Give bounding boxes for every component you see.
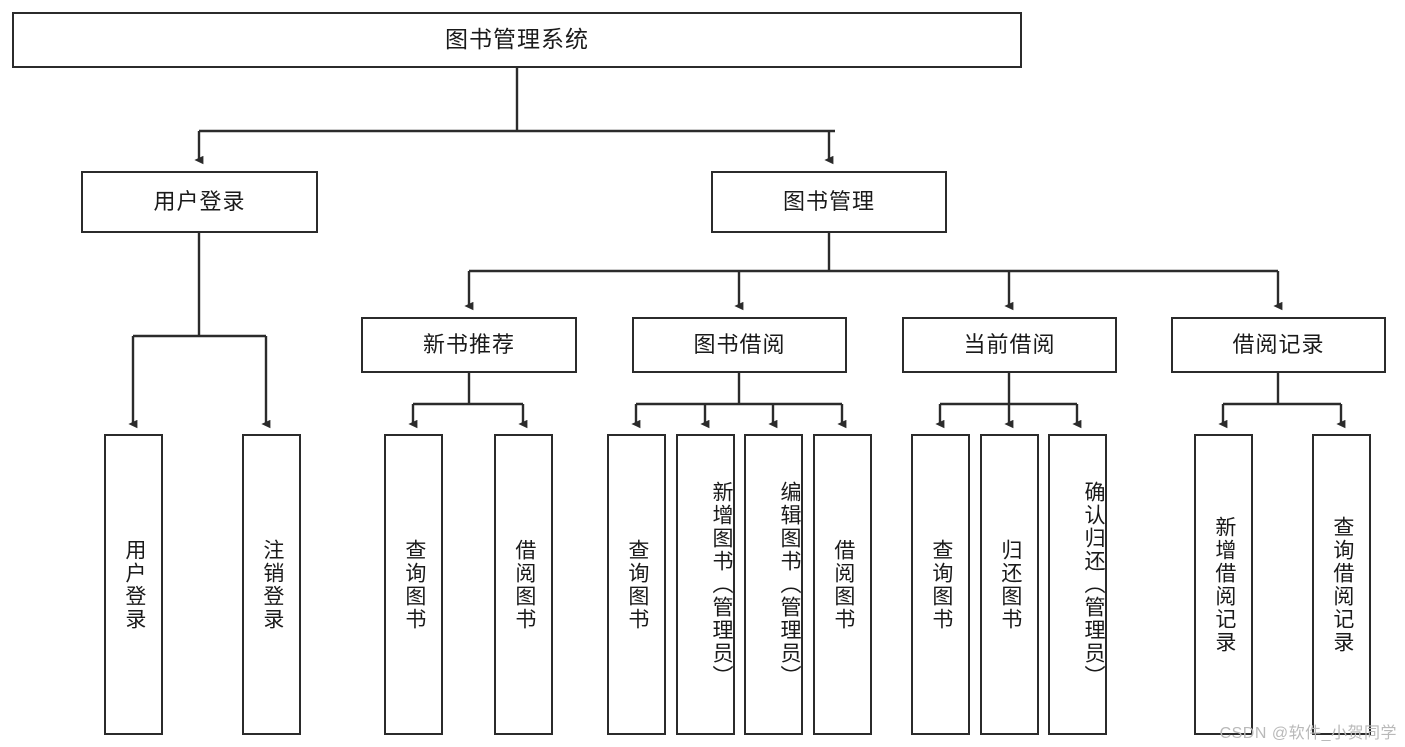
node-label: 用户登录 [153,189,246,215]
node-root-system[interactable]: 图书管理系统 [12,12,1022,68]
node-label: 借阅图书 [512,538,536,631]
leaf-user-login[interactable]: 用户登录 [104,434,163,735]
node-current-borrow[interactable]: 当前借阅 [902,317,1117,373]
node-label: 新增借阅记录 [1212,515,1236,654]
node-label: 图书管理 [782,189,875,215]
node-label: 当前借阅 [963,332,1056,358]
leaf-confirm-return-admin[interactable]: 确认归还（管理员） [1048,434,1107,735]
node-borrow-record[interactable]: 借阅记录 [1171,317,1386,373]
node-label: 确认归还（管理员） [1082,481,1105,688]
leaf-add-book-admin[interactable]: 新增图书（管理员） [676,434,735,735]
leaf-borrow-book[interactable]: 借阅图书 [813,434,872,735]
leaf-logout[interactable]: 注销登录 [242,434,301,735]
leaf-query-book-current[interactable]: 查询图书 [911,434,970,735]
node-book-borrow[interactable]: 图书借阅 [632,317,847,373]
leaf-query-book-recommend[interactable]: 查询图书 [384,434,443,735]
node-book-management[interactable]: 图书管理 [711,171,947,233]
node-new-book-recommend[interactable]: 新书推荐 [361,317,577,373]
node-label: 图书借阅 [693,332,786,358]
csdn-watermark: CSDN @软件_小贺同学 [1219,725,1397,742]
node-label: 查询图书 [929,538,953,631]
node-label: 查询借阅记录 [1330,515,1354,654]
leaf-add-borrow-record[interactable]: 新增借阅记录 [1194,434,1253,735]
node-label: 查询图书 [625,538,649,631]
leaf-query-book-borrow[interactable]: 查询图书 [607,434,666,735]
node-label: 新书推荐 [422,332,515,358]
node-label: 注销登录 [260,538,284,631]
node-label: 新增图书（管理员） [710,481,733,688]
node-label: 图书管理系统 [445,26,589,53]
leaf-return-book[interactable]: 归还图书 [980,434,1039,735]
node-label: 归还图书 [998,538,1022,631]
node-label: 借阅记录 [1232,332,1325,358]
leaf-edit-book-admin[interactable]: 编辑图书（管理员） [744,434,803,735]
node-label: 借阅图书 [831,538,855,631]
node-user-login[interactable]: 用户登录 [81,171,318,233]
leaf-query-borrow-record[interactable]: 查询借阅记录 [1312,434,1371,735]
node-label: 用户登录 [122,538,146,631]
node-label: 编辑图书（管理员） [778,481,801,688]
node-label: 查询图书 [402,538,426,631]
leaf-borrow-book-recommend[interactable]: 借阅图书 [494,434,553,735]
